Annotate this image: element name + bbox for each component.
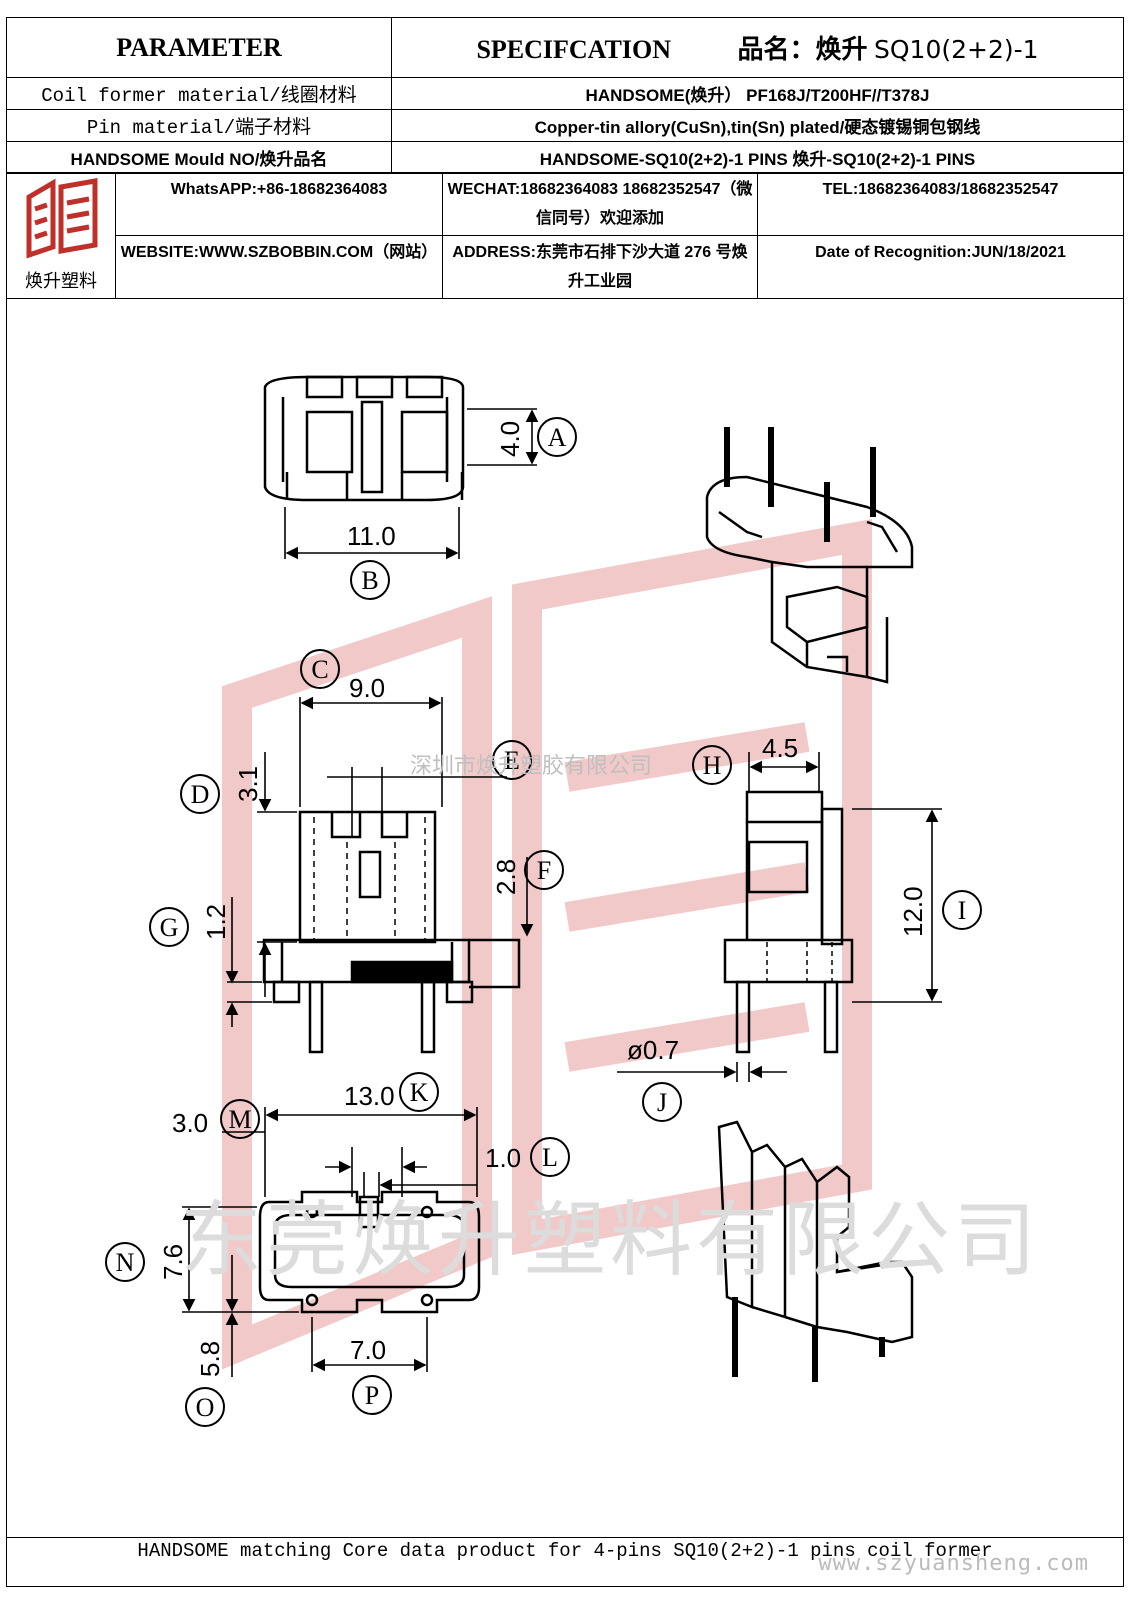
spec-mould-no: HANDSOME-SQ10(2+2)-1 PINS 焕升-SQ10(2+2)-1… xyxy=(391,141,1124,174)
isometric-view-bottom xyxy=(717,1120,914,1382)
dim-G-value: 1.2 xyxy=(201,904,231,940)
param-mould-no: HANDSOME Mould NO/焕升品名 xyxy=(6,141,392,174)
dim-L-value: 1.0 xyxy=(485,1143,521,1173)
dim-J-value: ø0.7 xyxy=(627,1035,679,1065)
svg-text:M: M xyxy=(228,1105,251,1134)
spec-row-mould-no: HANDSOME Mould NO/焕升品名 HANDSOME-SQ10(2+2… xyxy=(6,141,1124,174)
address-cell: ADDRESS:东莞市石排下沙大道 276 号焕升工业园 xyxy=(442,235,758,299)
svg-text:K: K xyxy=(410,1078,429,1107)
website-cell: WEBSITE:WWW.SZBOBBIN.COM（网站） xyxy=(115,235,443,299)
label-P: P xyxy=(352,1375,392,1415)
contact-table: 焕升塑料 WhatsAPP:+86-18682364083 WECHAT:186… xyxy=(6,172,1124,299)
dim-A-value: 4.0 xyxy=(495,421,525,457)
label-I: I xyxy=(942,890,982,930)
watermark-center: 深圳市焕升塑胶有限公司 xyxy=(410,753,653,778)
svg-text:I: I xyxy=(958,896,967,925)
logo-cell: 焕升塑料 xyxy=(6,172,116,299)
logo-text: 焕升塑料 xyxy=(25,271,97,291)
svg-text:D: D xyxy=(191,780,210,809)
front-view xyxy=(262,810,521,1054)
spec-table: PARAMETER SPECIFCATION 品名：焕升 SQ10(2+2)-1… xyxy=(6,17,1124,174)
label-J: J xyxy=(642,1082,682,1122)
dim-C-value: 9.0 xyxy=(349,673,385,703)
label-O: O xyxy=(185,1387,225,1427)
dim-M-value: 3.0 xyxy=(172,1108,208,1138)
label-F: F xyxy=(524,850,564,890)
isometric-view-top xyxy=(705,427,914,684)
watermark-large: 东莞焕升塑料有限公司 xyxy=(180,1195,1041,1286)
label-B: B xyxy=(350,560,390,600)
svg-text:E: E xyxy=(504,746,520,775)
label-L: L xyxy=(530,1137,570,1177)
label-D: D xyxy=(180,774,220,814)
product-name-value: SQ10(2+2)-1 xyxy=(874,35,1039,64)
label-N: N xyxy=(105,1242,145,1282)
spec-row-pin-material: Pin material/端子材料 Copper-tin allory(CuSn… xyxy=(6,109,1124,142)
bottom-view xyxy=(258,1190,481,1314)
dim-I-value: 12.0 xyxy=(898,886,928,937)
dim-H-value: 4.5 xyxy=(762,733,798,763)
spec-coil-material: HANDSOME(焕升） PF168J/T200HF//T378J xyxy=(391,77,1124,110)
label-G: G xyxy=(149,907,189,947)
param-coil-material: Coil former material/线圈材料 xyxy=(6,77,392,110)
label-H: H xyxy=(692,745,732,785)
svg-text:N: N xyxy=(116,1248,135,1277)
dim-B-value: 11.0 xyxy=(347,521,396,551)
svg-text:H: H xyxy=(703,751,722,780)
param-pin-material: Pin material/端子材料 xyxy=(6,109,392,142)
label-A: A xyxy=(537,417,577,457)
svg-text:C: C xyxy=(311,655,328,684)
svg-text:A: A xyxy=(548,423,567,452)
svg-text:L: L xyxy=(542,1143,558,1172)
parameter-header: PARAMETER xyxy=(6,17,392,78)
label-K: K xyxy=(399,1072,439,1112)
company-logo-icon xyxy=(26,178,98,259)
date-cell: Date of Recognition:JUN/18/2021 xyxy=(757,235,1124,299)
label-C: C xyxy=(300,649,340,689)
spec-row-coil-material: Coil former material/线圈材料 HANDSOME(焕升） P… xyxy=(6,77,1124,110)
svg-text:O: O xyxy=(196,1393,215,1422)
svg-text:P: P xyxy=(365,1381,379,1410)
side-view-dims xyxy=(617,752,942,1082)
dim-F-value: 2.8 xyxy=(491,859,521,895)
specification-title: SPECIFCATION xyxy=(476,35,671,64)
dim-D-value: 3.1 xyxy=(233,766,263,802)
tel-cell: TEL:18682364083/18682352547 xyxy=(757,172,1124,236)
footer-text: HANDSOME matching Core data product for … xyxy=(137,1540,993,1562)
svg-text:G: G xyxy=(160,913,179,942)
spec-pin-material: Copper-tin allory(CuSn),tin(Sn) plated/硬… xyxy=(391,109,1124,142)
side-view xyxy=(723,790,854,1054)
dim-O-value: 5.8 xyxy=(195,1341,225,1377)
footer-divider xyxy=(6,1537,1124,1538)
svg-text:J: J xyxy=(657,1088,667,1117)
svg-text:B: B xyxy=(361,566,378,595)
spec-header-row: PARAMETER SPECIFCATION 品名：焕升 SQ10(2+2)-1 xyxy=(6,17,1124,78)
wechat-cell: WECHAT:18682364083 18682352547（微信同号）欢迎添加 xyxy=(442,172,758,236)
product-name-label: 品名：焕升 xyxy=(737,35,868,64)
front-view-dims xyxy=(225,696,534,1027)
label-M: M xyxy=(220,1099,260,1139)
technical-drawing: 11.0 4.0 9.0 3.1 2.8 1.2 4.5 12.0 ø0.7 1… xyxy=(105,375,982,1427)
dim-P-value: 7.0 xyxy=(350,1335,386,1365)
top-view xyxy=(263,375,465,502)
dim-K-value: 13.0 xyxy=(344,1081,395,1111)
dim-N-value: 7.6 xyxy=(158,1244,188,1280)
bottom-view-dims xyxy=(182,1107,478,1377)
svg-text:F: F xyxy=(537,856,551,885)
top-view-dims xyxy=(284,408,539,560)
whatsapp-cell: WhatsAPP:+86-18682364083 xyxy=(115,172,443,236)
label-E: E xyxy=(492,740,532,780)
specification-header: SPECIFCATION 品名：焕升 SQ10(2+2)-1 xyxy=(391,17,1124,78)
footer-website: www.szyuansheng.com xyxy=(818,1551,1089,1576)
